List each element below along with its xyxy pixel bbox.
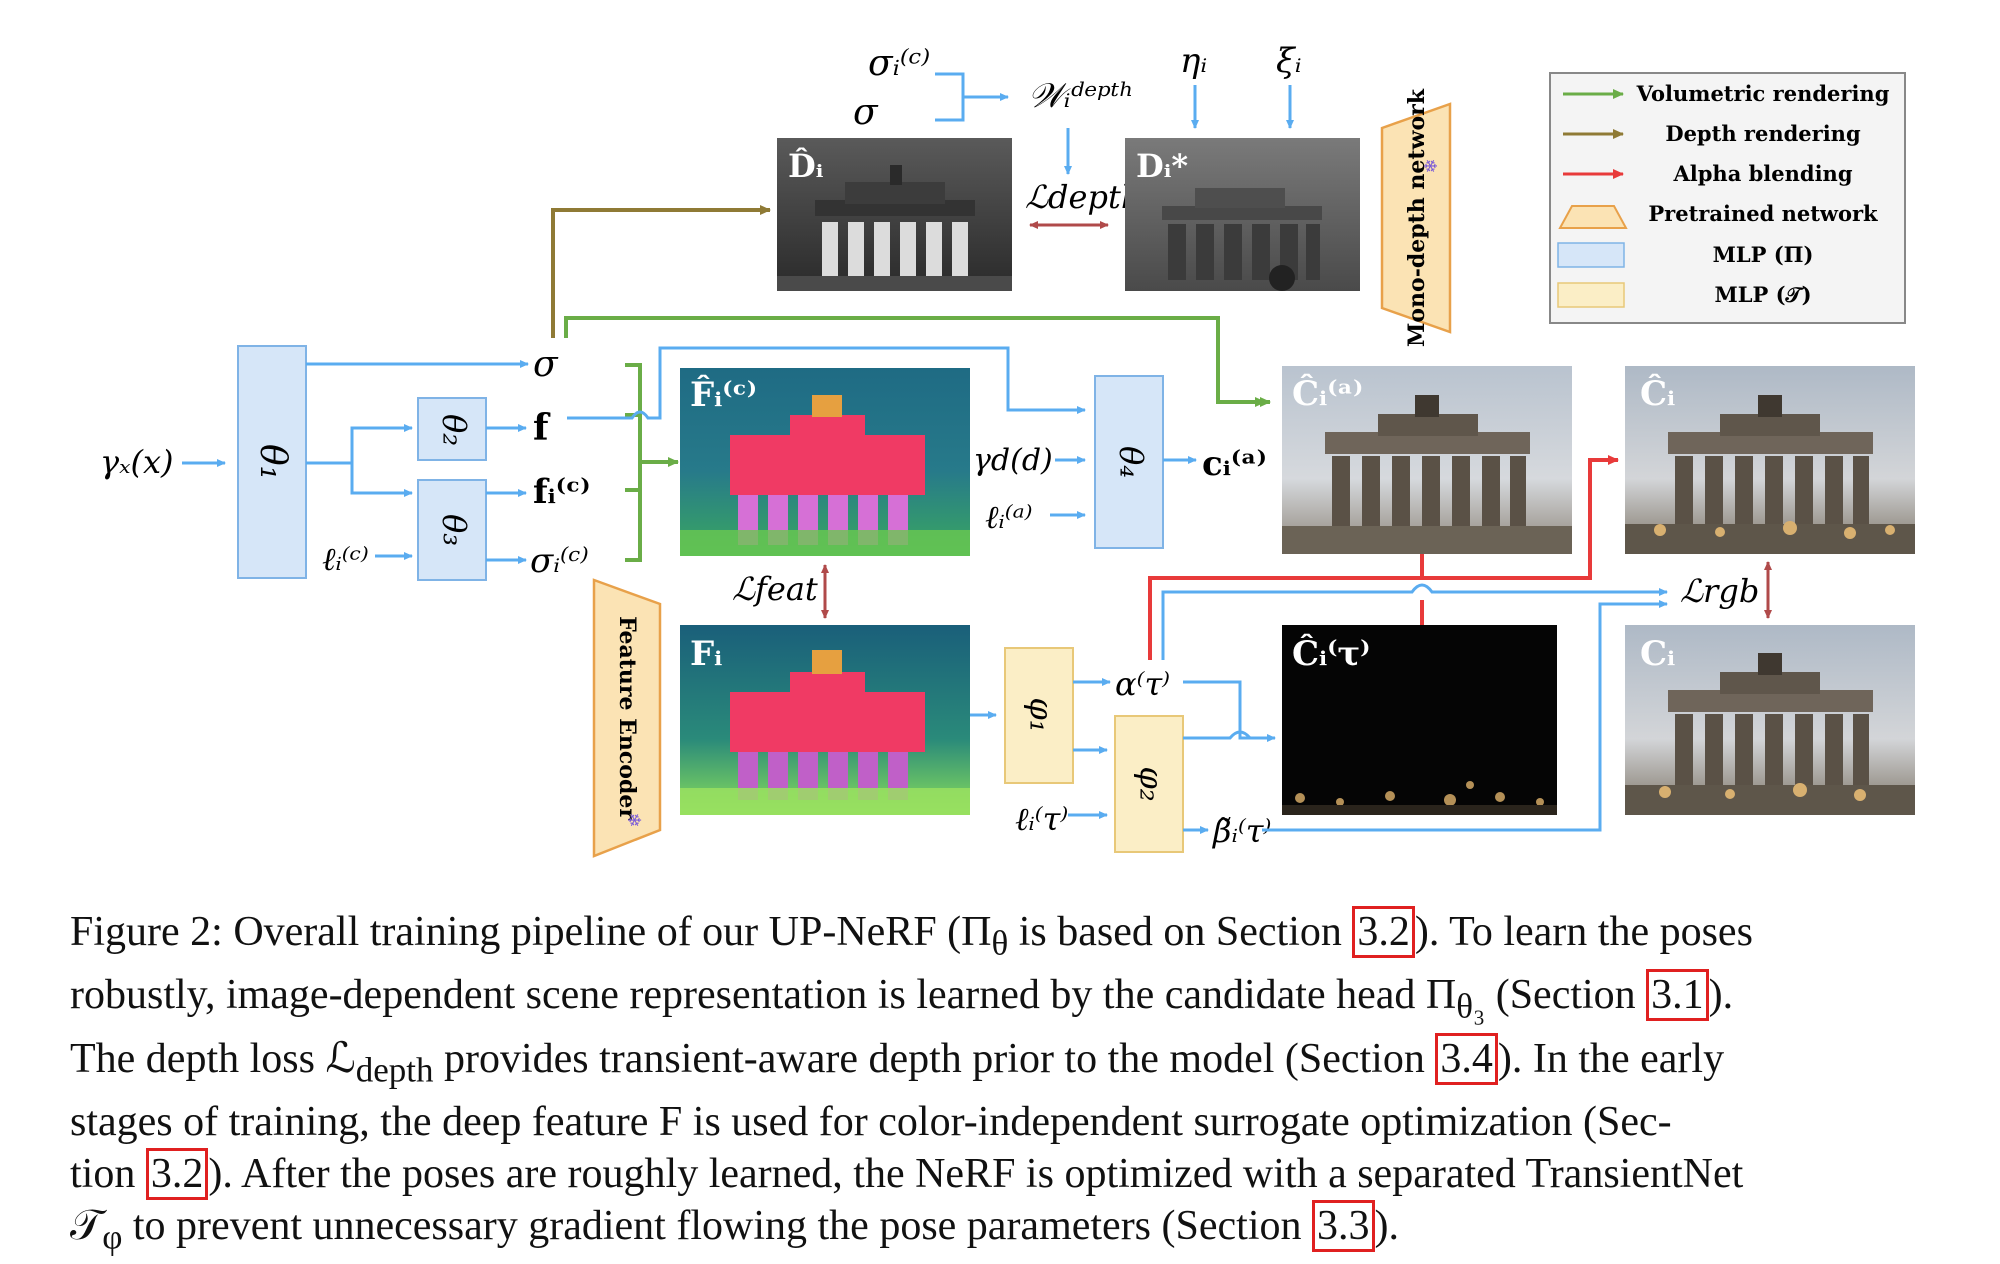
bracket-sigma: [935, 72, 965, 122]
caption-line-3: The depth loss ℒdepth provides transient…: [70, 1032, 1938, 1096]
label-feature-encoder: Feature Encoder: [614, 616, 640, 820]
label-beta-t: β̃ᵢ⁽τ⁾: [1212, 812, 1271, 850]
label-c-i: Cᵢ: [1640, 634, 1675, 674]
label-theta3: θ₃: [436, 514, 474, 546]
depth-branch: σᵢ⁽ᶜ⁾ σ 𝒲ᵢᵈᵉᵖᵗʰ ℒdepth ηᵢ ξᵢ D̂ᵢ: [777, 41, 1452, 347]
caption-line-6: 𝒯φ to prevent unnecessary gradient flowi…: [70, 1200, 1938, 1263]
legend: Volumetric rendering Depth rendering Alp…: [1549, 72, 1906, 324]
arrow-alpha-lrgb: [1161, 583, 1668, 660]
legend-mlp-pi-box: [1557, 242, 1625, 268]
figure-caption: Figure 2: Overall training pipeline of o…: [70, 906, 1938, 1264]
label-phi1: φ₁: [1023, 697, 1061, 732]
caption-line-1: Figure 2: Overall training pipeline of o…: [70, 906, 1938, 969]
label-sigma: σ: [533, 344, 559, 385]
label-d-hat: D̂ᵢ: [788, 147, 824, 185]
label-f-i: Fᵢ: [690, 634, 722, 674]
image-d-hat: D̂ᵢ: [777, 138, 1012, 291]
label-d-star: Dᵢ*: [1136, 147, 1188, 185]
image-c-hat-a: Ĉᵢ⁽ᵃ⁾: [1282, 366, 1572, 554]
label-f: f: [533, 407, 551, 449]
label-sigma-top: σ: [853, 92, 879, 133]
label-phi2: φ₂: [1133, 766, 1171, 801]
legend-depth: Depth rendering: [1665, 121, 1861, 146]
image-c-hat: Ĉᵢ: [1625, 366, 1915, 554]
label-input: γₓ(x): [100, 443, 174, 481]
pipeline-diagram: Volumetric rendering Depth rendering Alp…: [100, 41, 1915, 858]
label-l-depth: ℒdepth: [1025, 178, 1141, 216]
ref-3-1[interactable]: 3.1: [1646, 969, 1709, 1022]
label-ell-t: ℓᵢ⁽τ⁾: [1015, 800, 1068, 838]
legend-box: [1549, 72, 1906, 324]
mlp-theta3: [417, 479, 487, 581]
ref-3-4[interactable]: 3.4: [1435, 1032, 1498, 1085]
label-ell-c: ℓᵢ⁽ᶜ⁾: [322, 540, 369, 578]
mlp-theta2: [417, 397, 487, 461]
image-d-star: Dᵢ*: [1125, 138, 1360, 291]
label-mono-depth: Mono-depth network: [1404, 88, 1430, 347]
branch-theta1: [306, 426, 405, 495]
mlp-phi2: [1114, 715, 1184, 853]
caption-line-5: tion 3.2). After the poses are roughly l…: [70, 1148, 1938, 1201]
label-l-feat: ℒfeat: [732, 570, 818, 608]
legend-volumetric: Volumetric rendering: [1636, 81, 1890, 106]
feature-encoder: [592, 578, 662, 858]
image-f-hat: F̂ᵢ⁽ᶜ⁾: [680, 368, 970, 556]
mlp-theta1: [237, 345, 307, 579]
arrow-beta-lrgb: [1262, 600, 1668, 832]
label-sigma-c: σᵢ⁽ᶜ⁾: [530, 541, 589, 581]
image-f-i: Fᵢ: [680, 625, 970, 815]
snowflake-icon: ❄: [1421, 158, 1442, 173]
label-l-rgb: ℒrgb: [1680, 572, 1759, 610]
ref-3-2[interactable]: 3.2: [1352, 906, 1415, 958]
arrow-alpha-ct: [1183, 680, 1276, 742]
arrow-alpha-blend-alpha: [1148, 455, 1619, 660]
legend-pretrained: Pretrained network: [1648, 201, 1878, 226]
arrow-f-theta4: [567, 346, 1086, 420]
image-c-i: Cᵢ: [1625, 625, 1915, 815]
arrow-phi2-ct: [1183, 730, 1252, 740]
label-theta4: θ₄: [1113, 446, 1151, 478]
mlp-theta4: [1094, 375, 1164, 549]
caption-line-2: robustly, image-dependent scene represen…: [70, 969, 1938, 1032]
label-w-depth: 𝒲ᵢᵈᵉᵖᵗʰ: [1028, 76, 1134, 116]
label-sigma-ci-top: σᵢ⁽ᶜ⁾: [868, 43, 930, 84]
legend-trapezoid: [1558, 205, 1628, 229]
mono-depth-network: [1380, 102, 1452, 334]
label-c-hat-a: Ĉᵢ⁽ᵃ⁾: [1292, 373, 1363, 414]
label-c-hat: Ĉᵢ: [1640, 373, 1675, 414]
label-c-a: cᵢ⁽ᵃ⁾: [1202, 444, 1267, 484]
ref-3-3[interactable]: 3.3: [1312, 1200, 1375, 1253]
image-c-hat-tau: Ĉᵢ⁽τ⁾: [1282, 625, 1557, 815]
legend-mlp-pi: MLP (Π): [1713, 242, 1814, 267]
legend-mlp-t: MLP (𝒯): [1714, 282, 1811, 307]
label-theta1: θ₁: [252, 444, 293, 480]
legend-mlp-t-box: [1557, 282, 1625, 308]
label-c-hat-tau: Ĉᵢ⁽τ⁾: [1292, 633, 1370, 674]
snowflake-icon-encoder: ❄: [623, 812, 644, 827]
label-f-c: fᵢ⁽ᶜ⁾: [533, 472, 591, 512]
label-eta: ηᵢ: [1180, 41, 1207, 81]
label-alpha-t: α⁽τ⁾: [1115, 665, 1170, 703]
legend-alpha: Alpha blending: [1672, 161, 1852, 186]
mlp-phi1: [1004, 647, 1074, 784]
ref-3-2b[interactable]: 3.2: [145, 1148, 209, 1201]
label-ell-a: ℓᵢ⁽ᵃ⁾: [985, 498, 1033, 536]
label-f-hat: F̂ᵢ⁽ᶜ⁾: [690, 374, 757, 415]
label-gamma-d: γd(d): [973, 443, 1053, 478]
arrow-volumetric-sigma: [564, 316, 1266, 407]
label-theta2: θ₂: [436, 414, 474, 446]
caption-line-4: stages of training, the deep feature F i…: [70, 1099, 1672, 1146]
label-xi: ξᵢ: [1276, 41, 1302, 81]
arrow-depth-render: [551, 205, 771, 338]
